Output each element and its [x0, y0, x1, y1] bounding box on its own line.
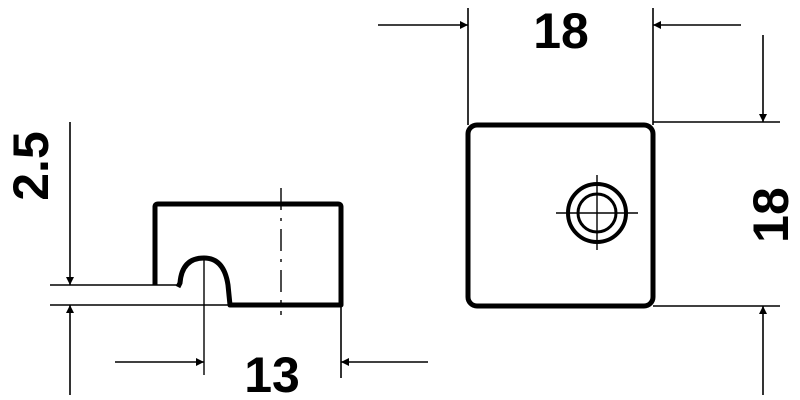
top-view — [378, 8, 780, 395]
dim-label-bottom-width: 13 — [244, 347, 300, 400]
side-view — [50, 122, 428, 395]
dim-label-top-width: 18 — [533, 3, 589, 59]
dim-label-right-height: 18 — [743, 187, 799, 243]
dim-label-left-thickness: 2.5 — [3, 131, 59, 201]
side-view-outline — [152, 201, 344, 308]
top-view-outline — [465, 122, 656, 309]
